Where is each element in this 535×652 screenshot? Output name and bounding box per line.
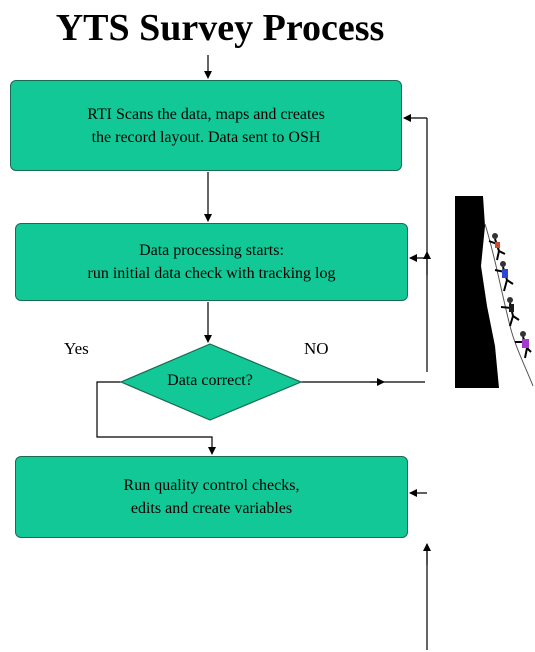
yes-branch-line — [96, 381, 216, 455]
step-text: RTI Scans the data, maps and creates — [87, 105, 325, 123]
climber-icon — [488, 233, 506, 261]
step-text: edits and create variables — [130, 500, 293, 517]
yes-label: Yes — [64, 339, 89, 358]
climber-icon — [494, 261, 514, 292]
diagram-title: YTS Survey Process — [55, 7, 385, 49]
no-label: NO — [304, 339, 329, 358]
step-rti-scan: RTI Scans the data, maps and creates the… — [10, 80, 402, 171]
cliff-shape — [455, 196, 499, 388]
decision-label: Data correct? — [167, 372, 253, 389]
step-data-processing: Data processing starts: run initial data… — [15, 223, 408, 301]
climber-icon — [515, 331, 532, 359]
step-quality-control: Run quality control checks, edits and cr… — [15, 456, 408, 538]
climber-icon — [500, 297, 520, 327]
step-text: run initial data check with tracking log — [87, 265, 336, 282]
step-text: Run quality control checks, — [123, 477, 300, 494]
step-text: Data processing starts: — [139, 242, 284, 259]
decision-diamond — [119, 343, 303, 421]
step-text: the record layout. Data sent to OSH — [91, 128, 321, 146]
rock-climbers-illustration — [455, 196, 534, 388]
